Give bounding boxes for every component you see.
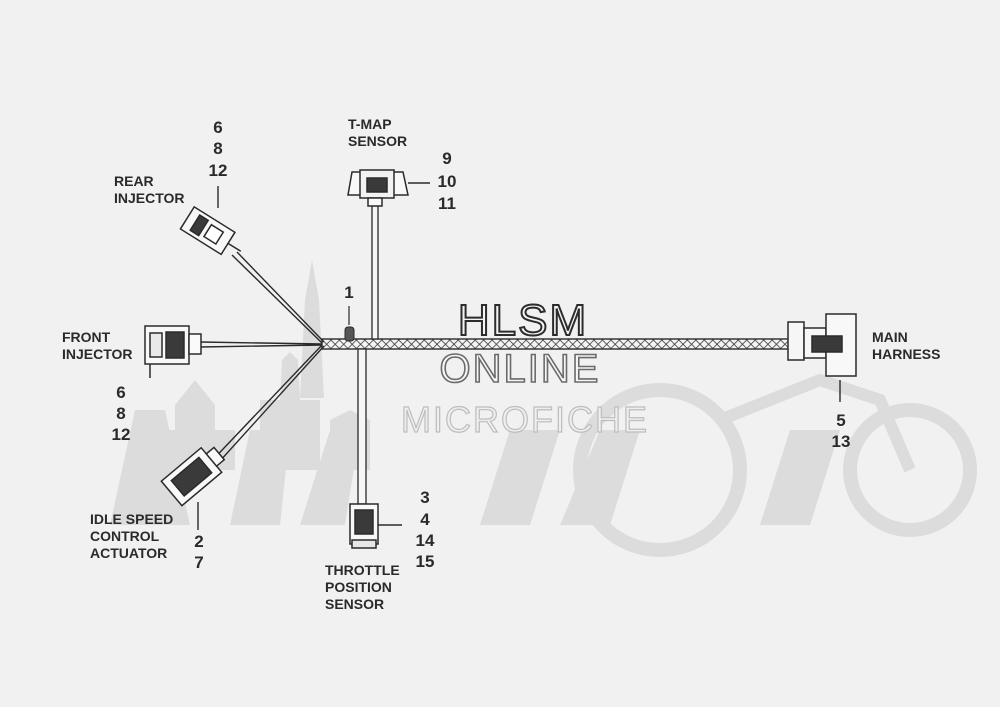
clip-icon bbox=[344, 306, 355, 342]
main-harness-label: MAIN HARNESS bbox=[872, 329, 941, 362]
front-injector-ref-2: 8 bbox=[116, 404, 126, 423]
idle-speed-actuator-ref-1: 2 bbox=[194, 532, 204, 551]
rear-injector-ref-3: 12 bbox=[208, 161, 228, 180]
watermark-online: ONLINE bbox=[439, 347, 601, 391]
tmap-ref-2: 10 bbox=[437, 172, 457, 191]
rear-injector-label: REAR INJECTOR bbox=[114, 173, 185, 206]
throttle-position-sensor-connector-icon bbox=[349, 503, 402, 549]
tps-ref-4: 15 bbox=[415, 552, 435, 571]
main-harness-ref-1: 5 bbox=[836, 411, 846, 430]
rear-injector-ref-2: 8 bbox=[213, 139, 223, 158]
idle-speed-actuator-connector-icon bbox=[160, 446, 226, 507]
rear-injector-connector-icon bbox=[179, 205, 242, 256]
front-injector-label: FRONT INJECTOR bbox=[62, 329, 133, 362]
main-harness-connector-icon bbox=[787, 313, 857, 377]
tmap-ref-3: 11 bbox=[438, 194, 456, 213]
front-injector-ref-3: 12 bbox=[111, 425, 131, 444]
front-injector-connector-icon bbox=[144, 325, 202, 378]
tps-ref-3: 14 bbox=[415, 531, 435, 550]
throttle-position-sensor-label: THROTTLE POSITION SENSOR bbox=[325, 562, 400, 612]
watermark-microfiche: MICROFICHE bbox=[400, 399, 649, 440]
tps-ref-2: 4 bbox=[420, 510, 430, 529]
main-harness-ref-2: 13 bbox=[831, 432, 851, 451]
idle-speed-actuator-label: IDLE SPEED CONTROL ACTUATOR bbox=[90, 511, 174, 561]
tps-ref-1: 3 bbox=[420, 488, 430, 507]
front-injector-ref-1: 6 bbox=[116, 383, 126, 402]
rear-injector-ref-1: 6 bbox=[213, 118, 223, 137]
tmap-sensor-label: T-MAP SENSOR bbox=[348, 116, 408, 149]
clip-ref: 1 bbox=[344, 283, 354, 302]
watermark-hlsm: HLSM bbox=[457, 296, 589, 345]
idle-speed-actuator-ref-2: 7 bbox=[194, 553, 204, 572]
tmap-sensor-connector-icon bbox=[347, 169, 430, 207]
tmap-ref-1: 9 bbox=[442, 149, 452, 168]
